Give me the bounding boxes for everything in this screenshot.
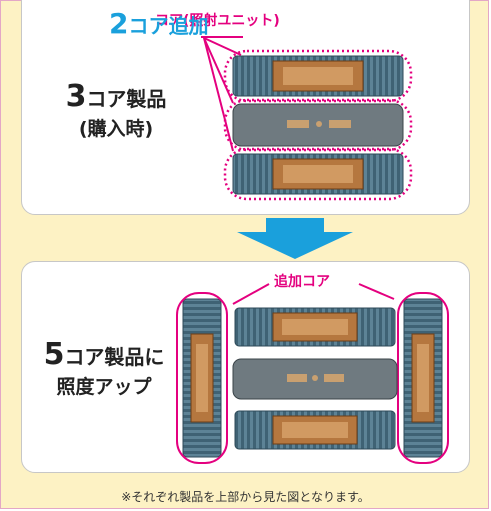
added-core-left	[182, 298, 222, 458]
label-three-core-number: 3	[65, 79, 87, 114]
label-add-number: 2	[109, 7, 129, 40]
callout-added-core: 追加コア	[271, 271, 333, 291]
label-five-core-number: 5	[43, 337, 65, 372]
label-add-two-cores: 2コア追加	[109, 7, 208, 40]
label-five-core: 5コア製品に 照度アップ	[29, 337, 179, 399]
label-add-text: コア追加	[128, 14, 209, 38]
highlight-top-2	[223, 98, 413, 152]
core-unit-top-3	[232, 153, 404, 195]
added-core-right	[403, 298, 443, 458]
core-unit-bottom-3	[234, 410, 396, 450]
core-unit-bottom-2	[232, 358, 398, 400]
callout-lines-top	[201, 36, 243, 152]
label-five-core-text: コア製品に	[64, 345, 165, 369]
label-three-core-text: コア製品	[86, 87, 167, 111]
blue-arrow-down	[237, 218, 353, 259]
label-three-core: 3コア製品 (購入時)	[41, 79, 191, 141]
label-five-core-sub: 照度アップ	[56, 376, 152, 398]
highlight-top-1	[223, 49, 413, 103]
core-unit-top-2	[232, 103, 404, 147]
highlight-top-3	[223, 147, 413, 201]
callout-core-unit: コア(照射ユニット)	[152, 10, 283, 30]
highlight-added-left	[176, 292, 228, 464]
label-three-core-sub: (購入時)	[78, 118, 154, 140]
core-unit-bottom-1	[234, 307, 396, 347]
core-unit-top-1	[232, 55, 404, 97]
footnote: ※それぞれ製品を上部から見た図となります。	[121, 490, 370, 504]
highlight-added-right	[397, 292, 449, 464]
callout-lines-bottom	[232, 283, 395, 305]
